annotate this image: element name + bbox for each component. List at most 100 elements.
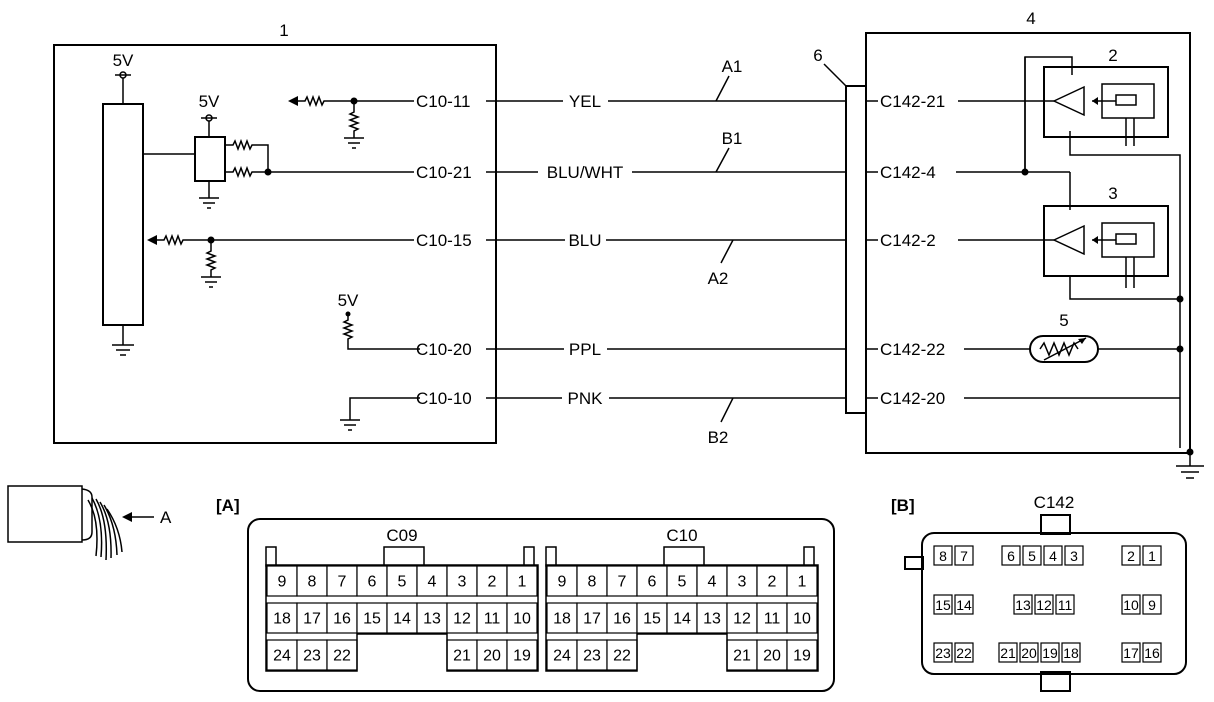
connector-pin: 13 xyxy=(416,602,448,634)
module-pin: C142-22 xyxy=(880,340,945,359)
connector-pin: 18 xyxy=(266,602,298,634)
wire-color: BLU xyxy=(568,231,601,250)
svg-text:24: 24 xyxy=(273,648,291,665)
svg-text:8: 8 xyxy=(308,574,317,591)
svg-text:20: 20 xyxy=(483,648,501,665)
input-arrow xyxy=(288,96,298,106)
ecm-pin: C10-21 xyxy=(416,163,472,182)
connector-pin: 11 xyxy=(476,602,508,634)
connector-pin: 24 xyxy=(546,639,578,671)
connector-pin: 13 xyxy=(1013,594,1033,615)
connector-pin: 2 xyxy=(756,565,788,597)
svg-text:16: 16 xyxy=(1144,645,1160,661)
connector-pin: 7 xyxy=(954,545,974,566)
svg-text:11: 11 xyxy=(764,611,781,628)
svg-text:19: 19 xyxy=(1042,645,1058,661)
svg-text:4: 4 xyxy=(708,574,717,591)
connector-pin: 14 xyxy=(386,602,418,634)
connector-pin: 1 xyxy=(1142,545,1162,566)
svg-text:23: 23 xyxy=(583,648,601,665)
module-pin: C142-2 xyxy=(880,231,936,250)
ground-symbol xyxy=(112,344,134,356)
connector-pin: 2 xyxy=(476,565,508,597)
ecm-pin: C10-20 xyxy=(416,340,472,359)
connector-pin: 4 xyxy=(1043,545,1063,566)
connector-pin: 24 xyxy=(266,639,298,671)
wire-color: YEL xyxy=(569,92,601,111)
svg-text:14: 14 xyxy=(673,611,691,628)
svg-text:7: 7 xyxy=(960,548,968,564)
sensor-module: 4 C142-21 C142-4 C142-2 C142-22 C142-20 … xyxy=(865,9,1204,479)
module-pin: C142-20 xyxy=(880,389,945,408)
connector-pin: 11 xyxy=(1055,594,1075,615)
connector-a-half-name: C10 xyxy=(666,526,697,545)
svg-text:3: 3 xyxy=(738,574,747,591)
ecm-pin: C10-15 xyxy=(416,231,472,250)
connector-pin: 12 xyxy=(446,602,478,634)
svg-text:13: 13 xyxy=(1015,597,1031,613)
svg-text:5: 5 xyxy=(398,574,407,591)
connector-pin: 2 xyxy=(1121,545,1141,566)
wire-color: BLU/WHT xyxy=(547,163,624,182)
svg-text:10: 10 xyxy=(1123,597,1139,613)
svg-text:1: 1 xyxy=(518,574,527,591)
svg-text:2: 2 xyxy=(488,574,497,591)
svg-text:15: 15 xyxy=(643,611,661,628)
resistor xyxy=(225,165,268,179)
ecm-pin: C10-11 xyxy=(416,92,471,111)
svg-text:1: 1 xyxy=(1148,548,1156,564)
connector-pin: 16 xyxy=(326,602,358,634)
connector-pin: 19 xyxy=(506,639,538,671)
connector-pin: 14 xyxy=(954,594,974,615)
connector-pin: 12 xyxy=(1034,594,1054,615)
svg-text:11: 11 xyxy=(1058,597,1073,613)
thermistor-callout: 5 xyxy=(1059,311,1068,330)
svg-text:12: 12 xyxy=(453,611,471,628)
svg-text:8: 8 xyxy=(939,548,947,564)
connector-pin: 18 xyxy=(1061,642,1081,663)
amplifier-symbol xyxy=(1052,85,1085,117)
svg-text:17: 17 xyxy=(1123,645,1139,661)
supply-label-5v: 5V xyxy=(113,51,134,70)
view-arrow-label: A xyxy=(160,508,172,527)
connector-pin: 3 xyxy=(1064,545,1084,566)
connector-pin: 23 xyxy=(576,639,608,671)
connector-pin: 21 xyxy=(998,642,1018,663)
connector-pin: 20 xyxy=(756,639,788,671)
ecm-unit: 1 5V 5V 5V xyxy=(53,21,497,444)
connector-pin: 9 xyxy=(1142,594,1162,615)
connector-pin: 23 xyxy=(296,639,328,671)
connector-pin: 7 xyxy=(606,565,638,597)
connector-pin: 5 xyxy=(1022,545,1042,566)
svg-text:24: 24 xyxy=(553,648,571,665)
connector-pin: 17 xyxy=(1121,642,1141,663)
svg-text:16: 16 xyxy=(333,611,351,628)
svg-text:12: 12 xyxy=(1036,597,1052,613)
connector-pin: 15 xyxy=(356,602,388,634)
connector-pin: 4 xyxy=(416,565,448,597)
interface-ic xyxy=(194,136,226,182)
connector-pin: 18 xyxy=(546,602,578,634)
connector-pin: 11 xyxy=(756,602,788,634)
connector-callout: 6 xyxy=(813,46,822,65)
circuit-label: B1 xyxy=(722,129,743,148)
connector-pin: 23 xyxy=(933,642,953,663)
connector-a-half-name: C09 xyxy=(386,526,417,545)
svg-text:7: 7 xyxy=(338,574,347,591)
connector-pin: 12 xyxy=(726,602,758,634)
sensor-a xyxy=(1043,66,1169,138)
svg-text:14: 14 xyxy=(393,611,411,628)
svg-text:14: 14 xyxy=(956,597,972,613)
svg-text:20: 20 xyxy=(763,648,781,665)
svg-text:12: 12 xyxy=(733,611,751,628)
connector-pin: 20 xyxy=(1019,642,1039,663)
ground-symbol xyxy=(199,197,219,209)
circuit-label: A1 xyxy=(722,57,743,76)
connector-pin: 3 xyxy=(726,565,758,597)
resistor xyxy=(341,314,420,350)
svg-text:13: 13 xyxy=(423,611,441,628)
connector-pin: 19 xyxy=(1040,642,1060,663)
connector-pin: 5 xyxy=(386,565,418,597)
